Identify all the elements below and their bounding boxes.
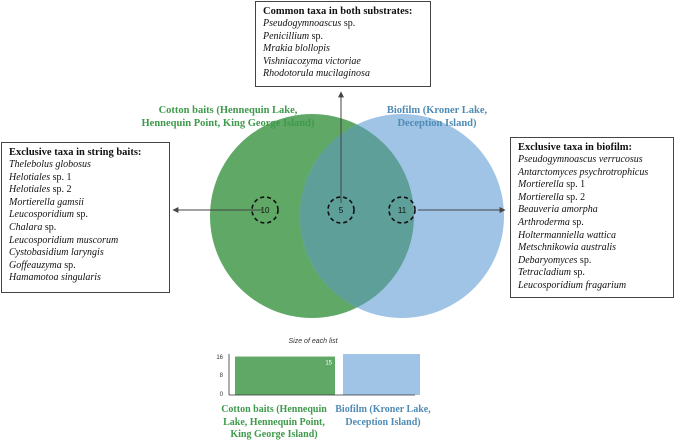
bar-chart-title: Size of each list bbox=[288, 338, 338, 345]
string-baits-title: Exclusive taxa in string baits: bbox=[9, 147, 142, 158]
taxon-item: Mortierella sp. 1 bbox=[518, 179, 586, 191]
y-tick-label: 0 bbox=[220, 392, 224, 398]
biofilm-taxa-box: Exclusive taxa in biofilm: Pseudogymnoas… bbox=[510, 137, 674, 298]
left-only-count-circle bbox=[251, 196, 279, 224]
taxon-item: Mortierella gamsii bbox=[9, 196, 84, 208]
taxon-item: Arthroderma sp. bbox=[518, 216, 584, 228]
taxon-item: Cystobasidium laryngis bbox=[9, 247, 104, 259]
string-baits-taxa-box: Exclusive taxa in string baits: Thelebol… bbox=[1, 142, 170, 293]
cotton-bar-label-line-2: Lake, Hennequin Point, bbox=[223, 416, 325, 428]
right-set-label: Biofilm (Kroner Lake, Deception Island) bbox=[372, 104, 502, 130]
y-tick-label: 16 bbox=[216, 355, 223, 361]
both-count: 5 bbox=[339, 206, 344, 215]
cotton-bar-label-line-1: Cotton baits (Hennequin bbox=[221, 404, 327, 415]
taxon-item: Leucosporidium sp. bbox=[9, 209, 88, 221]
bar-value-label: 15 bbox=[325, 361, 332, 367]
taxon-item: Mrakia blollopis bbox=[263, 43, 330, 55]
taxon-item: Penicillium sp. bbox=[263, 30, 324, 42]
common-taxa-title: Common taxa in both substrates: bbox=[263, 6, 413, 17]
taxon-item: Helotiales sp. 2 bbox=[9, 184, 72, 196]
taxon-item: Vishniacozyma victoriae bbox=[263, 55, 361, 67]
y-tick-label: 8 bbox=[220, 373, 224, 379]
taxon-item: Beauveria amorpha bbox=[518, 204, 598, 216]
taxon-item: Leucosporidium muscorum bbox=[9, 234, 119, 246]
biofilm-title: Exclusive taxa in biofilm: bbox=[518, 142, 633, 153]
cotton-bar-label-line-3: King George Island) bbox=[230, 429, 318, 440]
taxon-item: Leucosporidium fragarium bbox=[518, 279, 627, 291]
left-set-label-line-1: Cotton baits (Hennequin Lake, bbox=[158, 105, 298, 116]
taxon-item: Goffeauzyma sp. bbox=[9, 259, 76, 271]
right-only-count: 11 bbox=[398, 206, 407, 215]
biofilm-bar-label-line-1: Biofilm (Kroner Lake, bbox=[335, 404, 431, 415]
taxon-item: Holtermanniella wattica bbox=[518, 229, 617, 241]
taxon-item: Debaryomyces sp. bbox=[518, 254, 592, 266]
cotton-baits-bar-label: Cotton baits (Hennequin Lake, Hennequin … bbox=[218, 404, 330, 442]
taxon-item: Chalara sp. bbox=[9, 221, 57, 233]
taxon-item: Metschnikowia australis bbox=[518, 242, 617, 254]
taxon-item: Pseudogymnoascus sp. bbox=[263, 18, 356, 29]
right-only-count-circle bbox=[388, 196, 416, 224]
string-baits-list: Thelebolus globosus Helotiales sp. 1 Hel… bbox=[9, 159, 162, 285]
biofilm-bar-label: Biofilm (Kroner Lake, Deception Island) bbox=[330, 404, 436, 429]
taxon-item: Thelebolus globosus bbox=[9, 159, 91, 170]
right-set-label-line-1: Biofilm (Kroner Lake, bbox=[386, 105, 488, 116]
taxon-item: Antarctomyces psychrotrophicus bbox=[518, 166, 649, 178]
common-taxa-list: Pseudogymnoascus sp. Penicillium sp. Mra… bbox=[263, 18, 423, 81]
taxon-item: Helotiales sp. 1 bbox=[9, 171, 72, 183]
taxon-item: Rhodotorula mucilaginosa bbox=[263, 68, 370, 80]
common-taxa-box: Common taxa in both substrates: Pseudogy… bbox=[255, 1, 431, 87]
biofilm-bar-label-line-2: Deception Island) bbox=[345, 416, 421, 428]
bar-biofilm bbox=[343, 354, 420, 395]
taxon-item: Hamamotoa singularis bbox=[9, 272, 101, 284]
left-only-count: 10 bbox=[261, 206, 270, 215]
bar-cotton-baits bbox=[235, 356, 335, 395]
taxon-item: Pseudogymnoascus verrucosus bbox=[518, 154, 643, 165]
left-set-label: Cotton baits (Hennequin Lake, Hennequin … bbox=[138, 104, 318, 130]
overlap-region bbox=[300, 114, 414, 318]
left-set-label-line-2: Hennequin Point, King George Island) bbox=[141, 118, 315, 129]
taxon-item: Mortierella sp. 2 bbox=[518, 191, 586, 203]
right-set-label-line-2: Deception Island) bbox=[397, 118, 477, 129]
taxon-item: Tetracladium sp. bbox=[518, 267, 585, 279]
biofilm-list: Pseudogymnoascus verrucosus Antarctomyce… bbox=[518, 154, 666, 293]
both-count-circle bbox=[327, 196, 355, 224]
